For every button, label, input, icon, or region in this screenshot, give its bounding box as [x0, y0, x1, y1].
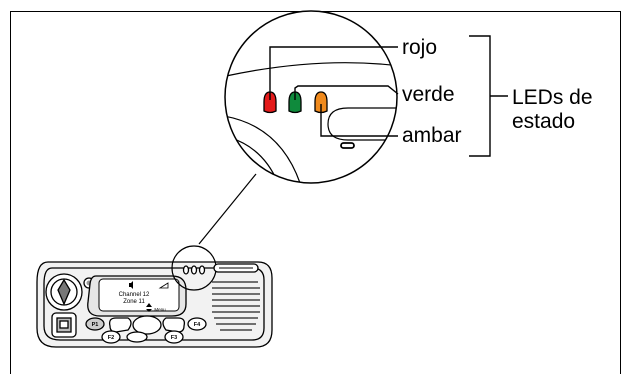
radio-bezel: [43, 267, 265, 341]
scroll-down-arrow-icon: [146, 309, 152, 312]
display-zone-text: Zone 11: [123, 299, 145, 305]
status-leds-label-line2: estado: [512, 110, 575, 133]
slot-mark: [340, 142, 355, 149]
f2-key: [101, 330, 121, 344]
green-callout-line: [294, 85, 399, 100]
radio-led-3: [198, 265, 206, 275]
up-nav-key: [132, 315, 162, 335]
display-channel-text: Channel 12: [119, 292, 150, 298]
f3-key: [164, 330, 184, 344]
green-led: [288, 91, 302, 114]
amber-led-label: ambar: [402, 124, 462, 147]
mic-jack-icon: [51, 312, 77, 338]
bezel-curve-1: [225, 115, 301, 183]
radio-led-2: [190, 265, 198, 275]
speaker-icon: [129, 281, 133, 289]
p1-key-label: P1: [92, 322, 99, 328]
amber-led: [314, 91, 328, 114]
f4-key-label: F4: [194, 322, 201, 328]
red-led: [263, 91, 277, 114]
scroll-up-arrow-icon: [146, 303, 152, 307]
radio-led-1: [182, 265, 190, 275]
signal-icon: [158, 282, 169, 289]
leader-line: [198, 173, 257, 245]
volume-knob-icon: [45, 273, 83, 311]
green-led-label: verde: [402, 83, 455, 106]
display-menu-text: Menu: [154, 307, 166, 312]
amber-callout-line: [320, 104, 398, 137]
down-nav-key: [126, 331, 148, 343]
red-led-label: rojo: [402, 36, 437, 59]
magnifier-lens: [224, 10, 398, 184]
speaker-grille: [212, 281, 260, 331]
red-callout-line: [269, 46, 398, 100]
panel-edge: [225, 62, 397, 77]
group-bracket: [469, 35, 491, 157]
f3-key-label: F3: [171, 335, 177, 341]
p1-key: [85, 317, 105, 331]
right-nav-key: [162, 317, 186, 333]
display-window: [327, 107, 397, 141]
left-nav-key: [108, 317, 132, 333]
f4-key: [187, 317, 207, 331]
f2-key-label: F2: [108, 335, 114, 341]
status-leds-label-line1: LEDs de: [512, 86, 593, 109]
radio-control-head: [36, 245, 273, 348]
